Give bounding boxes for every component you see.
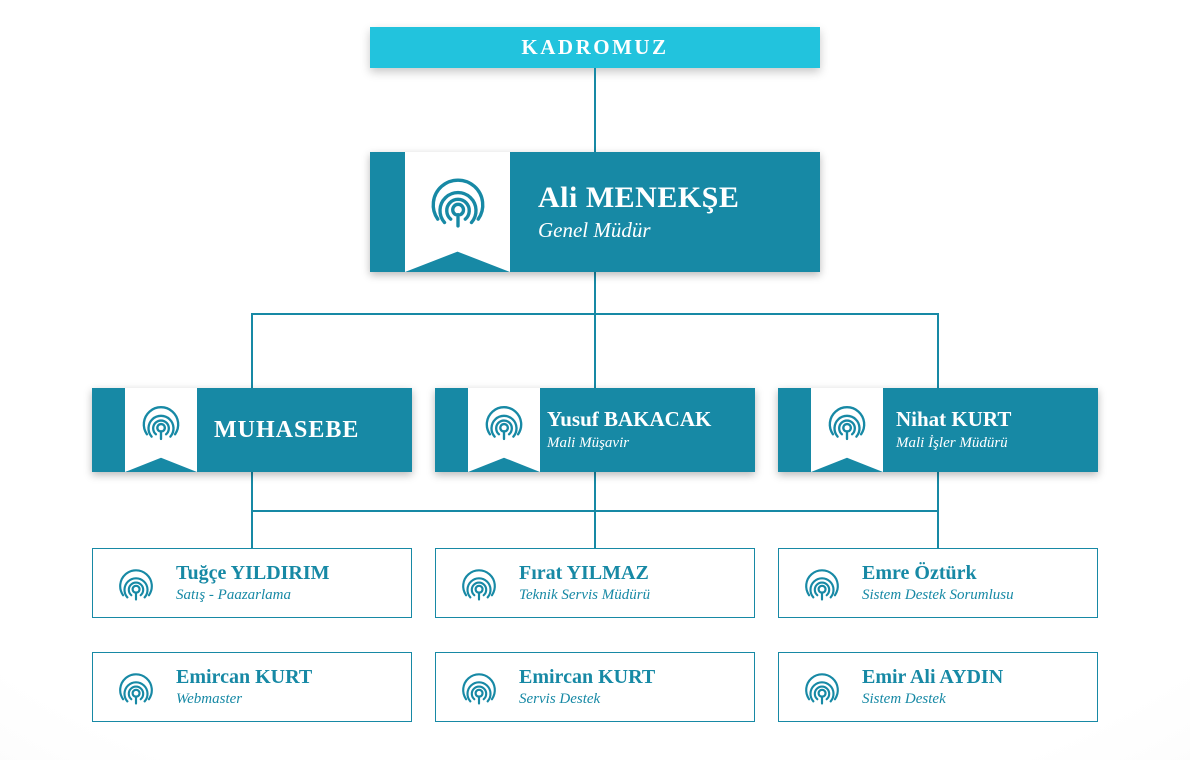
org-node-mali-isler-muduru: Nihat KURT Mali İşler Müdürü xyxy=(778,388,1098,472)
org-node-leaf: Emre Öztürk Sistem Destek Sorumlusu xyxy=(778,548,1098,618)
node-role: Servis Destek xyxy=(519,691,601,708)
node-role: Mali İşler Müdürü xyxy=(896,435,1008,452)
chart-title: KADROMUZ xyxy=(521,35,669,59)
connector-branch-3-down xyxy=(937,472,939,511)
fingerprint-icon xyxy=(119,673,153,705)
connector-branch-1-down xyxy=(251,472,253,511)
node-name: Nihat KURT xyxy=(896,406,1012,431)
node-name: Emir Ali AYDIN xyxy=(862,665,1004,688)
node-role: Sistem Destek Sorumlusu xyxy=(862,587,1014,604)
node-name: Emre Öztürk xyxy=(862,561,977,584)
org-node-leaf: Emircan KURT Servis Destek xyxy=(435,652,755,722)
fingerprint-icon xyxy=(462,673,496,705)
node-name: Emircan KURT xyxy=(176,665,313,688)
node-role: Mali Müşavir xyxy=(547,435,630,452)
node-role: Sistem Destek xyxy=(862,691,946,708)
node-role: Satış - Paazarlama xyxy=(176,587,292,604)
node-name: Emircan KURT xyxy=(519,665,656,688)
connector-drop-leaf-2 xyxy=(594,510,596,548)
org-node-leaf: Emir Ali AYDIN Sistem Destek xyxy=(778,652,1098,722)
fingerprint-icon xyxy=(828,406,866,441)
node-name: Tuğçe YILDIRIM xyxy=(176,561,330,584)
connector-root-down xyxy=(594,272,596,314)
connector-branch-2-down xyxy=(594,472,596,511)
fingerprint-icon xyxy=(805,569,839,601)
node-name: Ali MENEKŞE xyxy=(538,180,740,214)
fingerprint-icon xyxy=(142,406,180,441)
ribbon xyxy=(405,152,510,272)
connector-title-to-root xyxy=(594,68,596,152)
node-role: Teknik Servis Müdürü xyxy=(519,587,651,604)
connector-drop-branch-1 xyxy=(251,313,253,388)
connector-drop-leaf-3 xyxy=(937,510,939,548)
fingerprint-icon xyxy=(485,406,523,441)
node-name: Fırat YILMAZ xyxy=(519,561,649,584)
fingerprint-icon xyxy=(119,569,153,601)
connector-drop-branch-3 xyxy=(937,313,939,388)
node-name: MUHASEBE xyxy=(214,416,360,443)
node-role: Webmaster xyxy=(176,691,243,708)
connector-drop-leaf-1 xyxy=(251,510,253,548)
fingerprint-icon xyxy=(462,569,496,601)
fingerprint-icon xyxy=(431,178,484,228)
org-node-general-manager: Ali MENEKŞE Genel Müdür xyxy=(370,152,820,272)
ribbon xyxy=(125,388,197,472)
org-node-leaf: Emircan KURT Webmaster xyxy=(92,652,412,722)
node-name: Yusuf BAKACAK xyxy=(547,406,712,431)
ribbon xyxy=(468,388,540,472)
connector-drop-branch-2 xyxy=(594,313,596,388)
node-role: Genel Müdür xyxy=(538,218,651,243)
org-node-mali-musavir: Yusuf BAKACAK Mali Müşavir xyxy=(435,388,755,472)
org-node-leaf: Tuğçe YILDIRIM Satış - Paazarlama xyxy=(92,548,412,618)
chart-title-banner: KADROMUZ xyxy=(370,27,820,68)
org-node-leaf: Fırat YILMAZ Teknik Servis Müdürü xyxy=(435,548,755,618)
org-node-muhasebe: MUHASEBE xyxy=(92,388,412,472)
fingerprint-icon xyxy=(805,673,839,705)
ribbon xyxy=(811,388,883,472)
